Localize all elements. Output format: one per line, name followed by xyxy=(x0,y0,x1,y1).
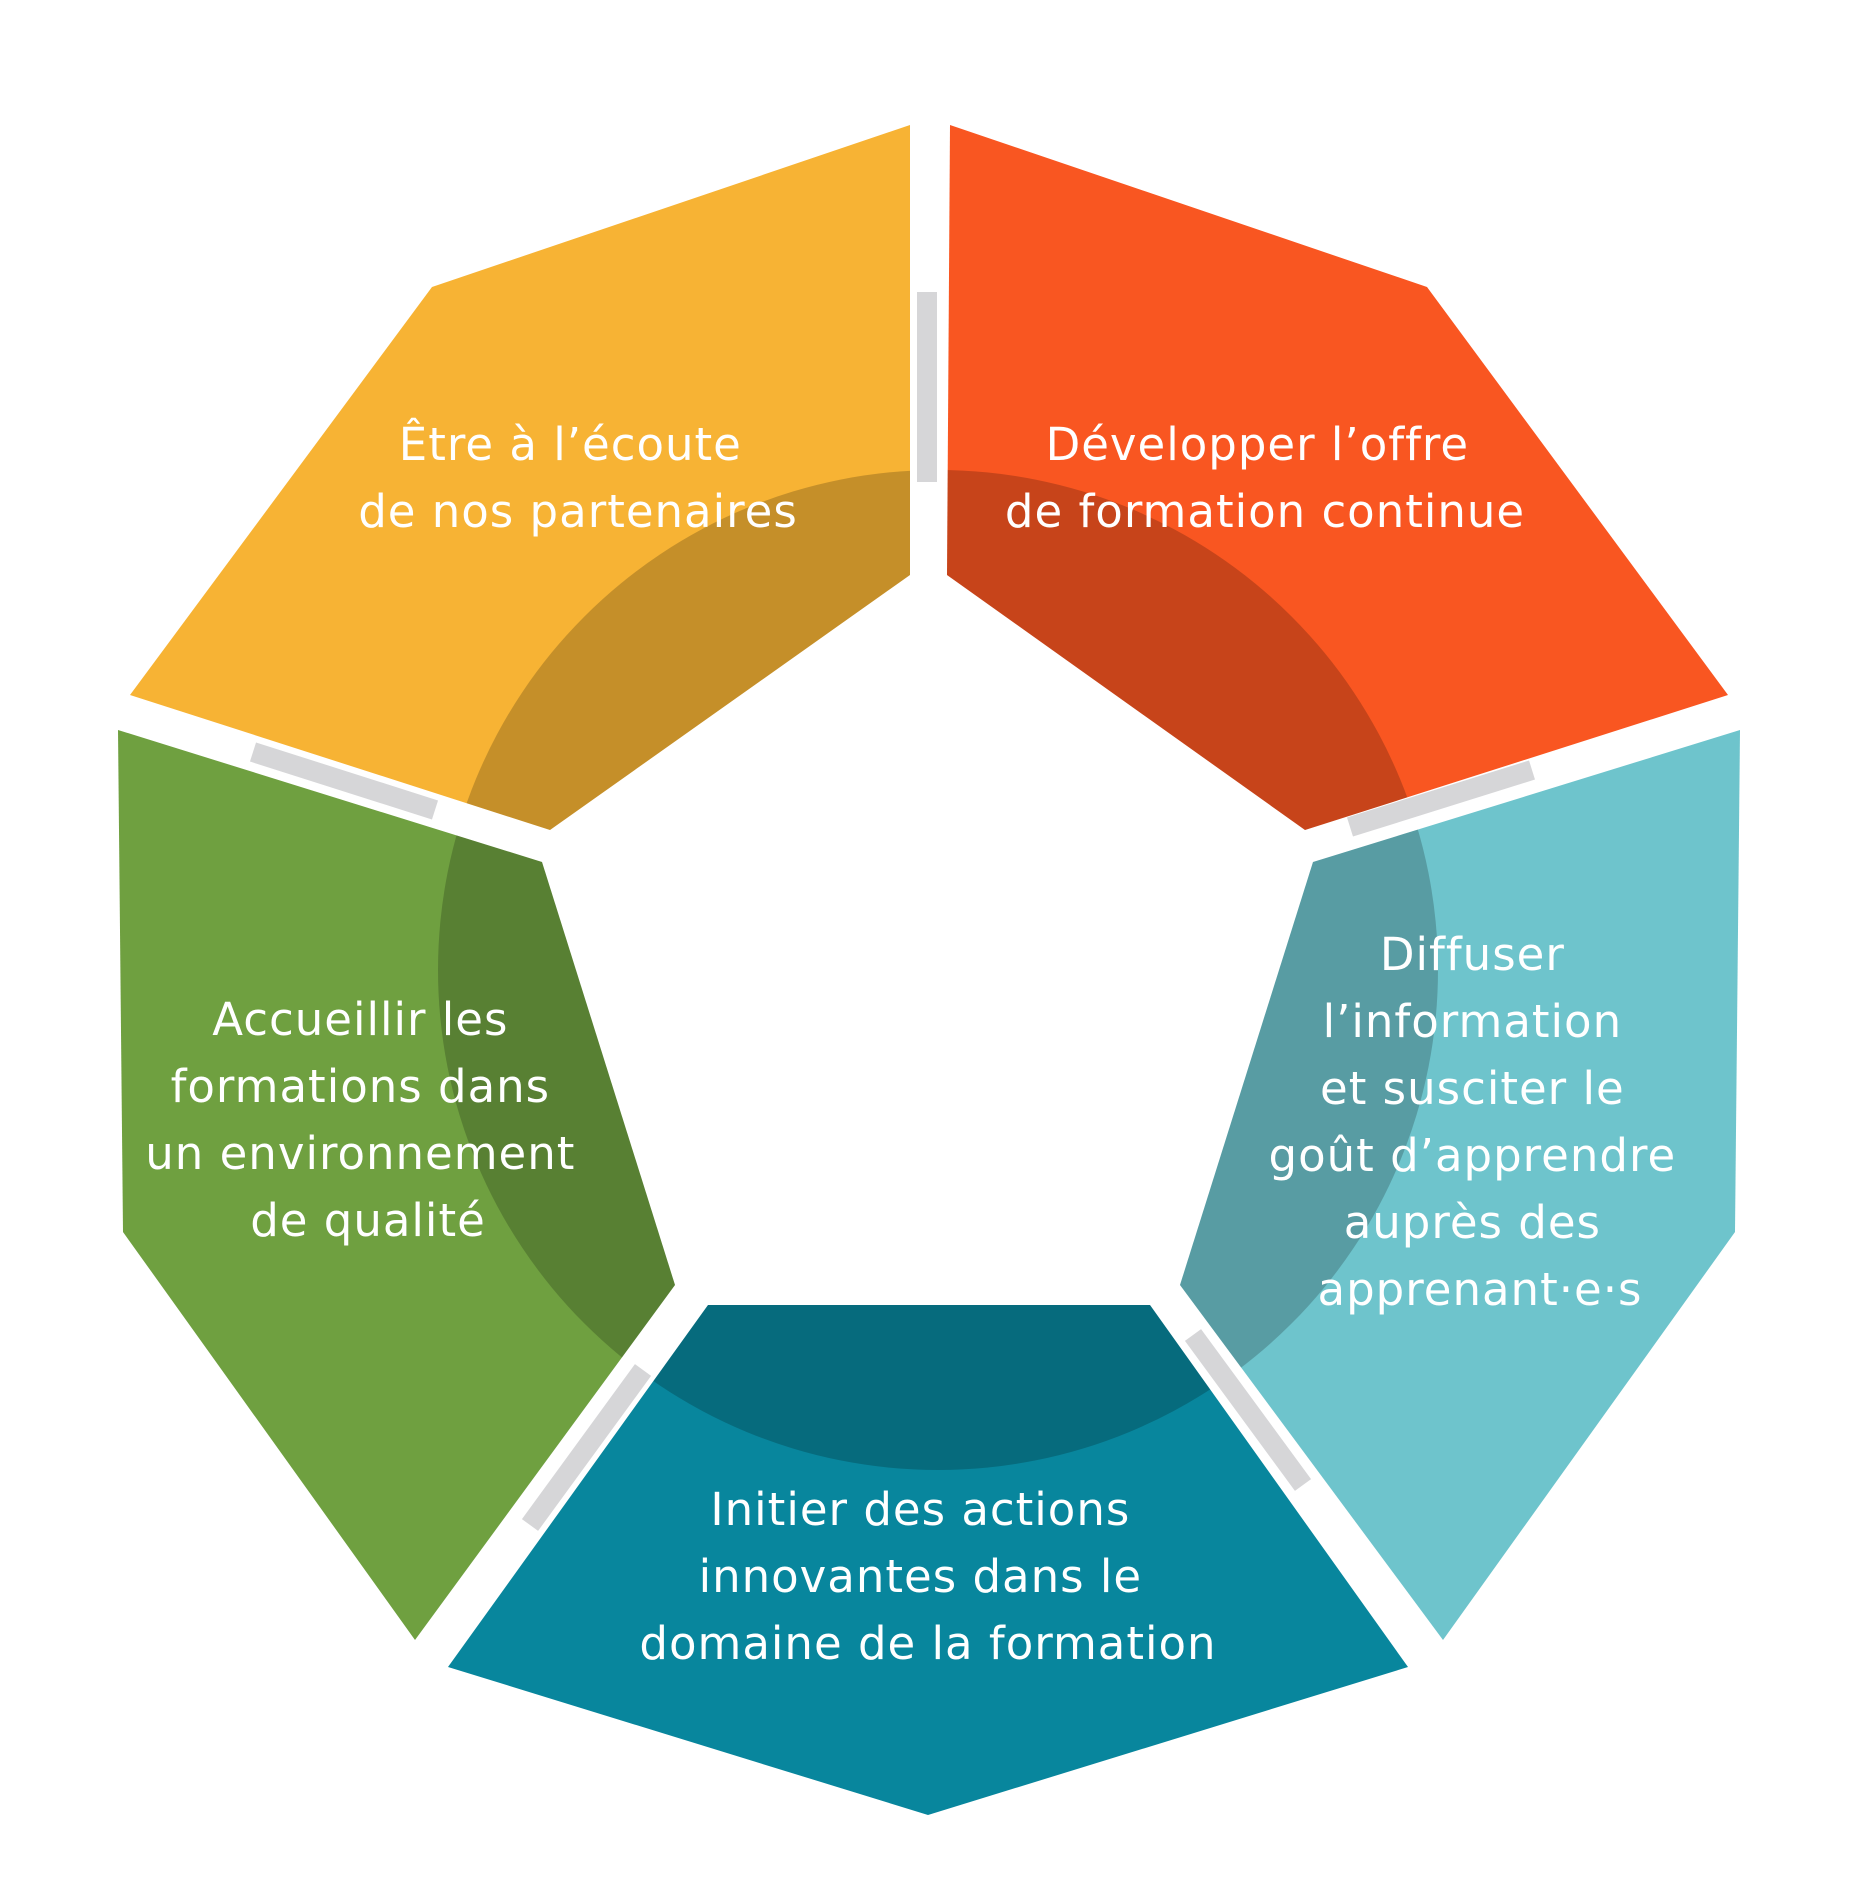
segment-ecoute-label: Être à l’écoute de nos partenaires xyxy=(358,418,798,538)
connector-top xyxy=(917,292,937,482)
connector-bottom-right xyxy=(1184,1329,1312,1491)
segment-initier: Initier des actions innovantes dans le d… xyxy=(448,1305,1408,1815)
segment-accueillir-label: Accueillir les formations dans un enviro… xyxy=(145,993,590,1247)
segment-accueillir-shape xyxy=(118,730,675,1640)
segment-diffuser-shape xyxy=(1180,730,1740,1640)
segment-diffuser: Diffuser l’information et susciter le go… xyxy=(1180,730,1740,1640)
segment-diffuser-label: Diffuser l’information et susciter le go… xyxy=(1269,928,1692,1316)
segment-ecoute-shape xyxy=(130,125,910,830)
segment-ecoute: Être à l’écoute de nos partenaires xyxy=(130,125,910,830)
segment-initier-label: Initier des actions innovantes dans le d… xyxy=(639,1483,1216,1670)
connector-bottom-left xyxy=(521,1364,652,1531)
segment-offre: Développer l’offre de formation continue xyxy=(947,125,1728,830)
connector-left xyxy=(249,742,439,820)
segment-connectors xyxy=(249,292,1535,1531)
segment-offre-label: Développer l’offre de formation continue xyxy=(1005,418,1525,538)
segment-offre-shape xyxy=(947,125,1728,830)
segment-initier-shape xyxy=(448,1305,1408,1815)
segment-accueillir: Accueillir les formations dans un enviro… xyxy=(118,730,675,1640)
connector-right xyxy=(1347,760,1535,837)
